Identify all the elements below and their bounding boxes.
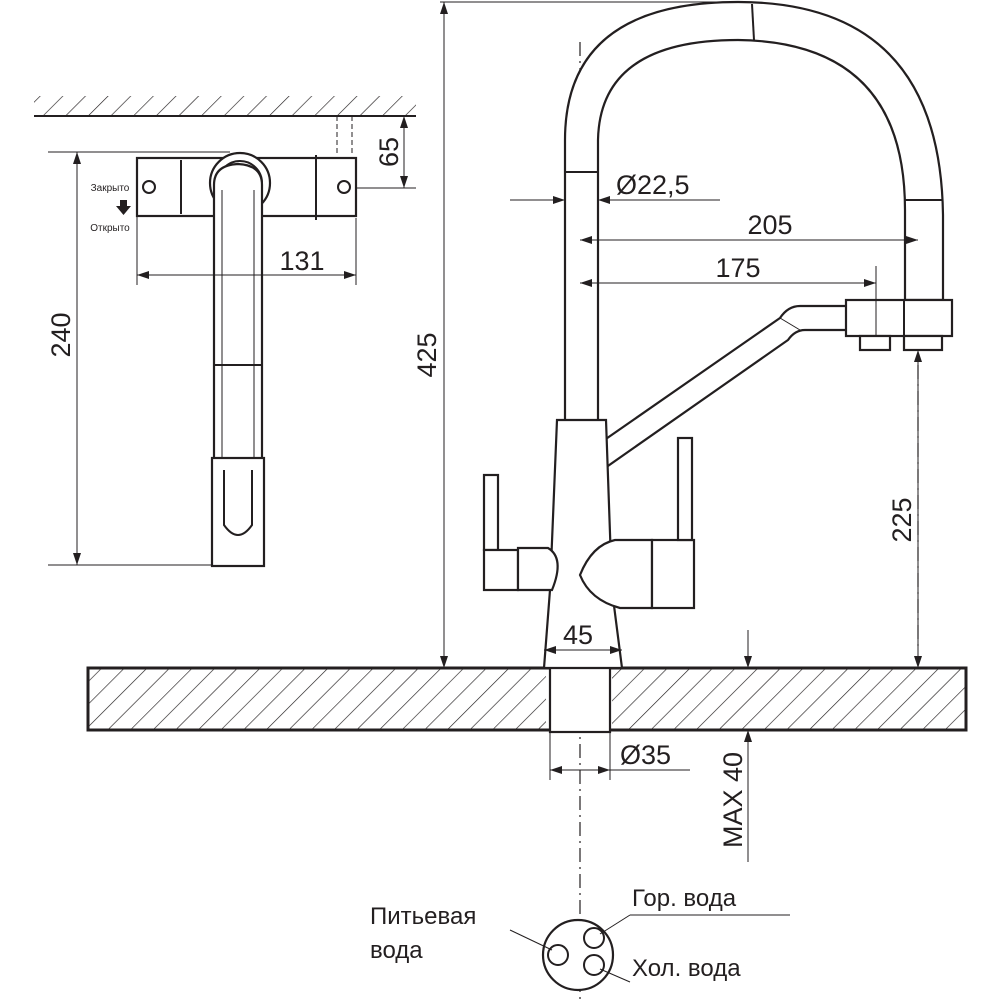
- label-hot-water: Гор. вода: [632, 885, 737, 912]
- left-handle-lever: [482, 473, 500, 552]
- filter-head: [844, 298, 954, 338]
- port-cold: [583, 954, 605, 976]
- top-view-spout: [212, 162, 264, 467]
- handle-screw-right: [337, 180, 351, 194]
- shank-section: [541, 918, 615, 992]
- label-drinking-line2: вода: [370, 937, 423, 964]
- countertop-hatch-right: [612, 668, 966, 730]
- connections-diagram: Питьевая вода Гор. вода Хол. вода: [370, 885, 790, 992]
- left-handle-block: [482, 548, 520, 592]
- handle-screw-left: [142, 180, 156, 194]
- port-drinking: [547, 944, 569, 966]
- right-handle-block: [650, 538, 696, 610]
- label-closed: Закрыто: [91, 183, 130, 194]
- port-hot: [583, 927, 605, 949]
- dim-top-height: 240: [46, 312, 76, 357]
- label-open: Открыто: [90, 223, 130, 234]
- label-cold-water: Хол. вода: [632, 955, 741, 982]
- wall-hatch: [34, 96, 416, 116]
- dim-spout-height: 225: [887, 497, 917, 542]
- gooseneck-spout: [563, 0, 945, 427]
- dim-base-width: 45: [563, 620, 593, 650]
- dim-total-height: 425: [412, 332, 442, 377]
- dim-max-thickness: MAX 40: [718, 752, 748, 848]
- dim-top-offset: 65: [374, 137, 404, 167]
- dim-top-width: 131: [279, 246, 324, 276]
- dim-spout-reach: 205: [747, 210, 792, 240]
- filter-tube: [586, 304, 857, 472]
- right-handle-lever: [676, 436, 694, 542]
- dim-filter-reach: 175: [715, 253, 760, 283]
- label-drinking-line1: Питьевая: [370, 903, 476, 930]
- dim-shank-diameter: Ø35: [620, 740, 671, 770]
- arrow-down-icon: [116, 200, 131, 215]
- top-view: 240 131 65 Закрыто Открыто: [34, 96, 416, 568]
- dim-spout-diameter: Ø22,5: [616, 170, 690, 200]
- side-view: 425 Ø22,5 205 175 225 45 Ø35 MAX 40: [86, 0, 968, 1000]
- countertop-hatch-left: [88, 668, 546, 730]
